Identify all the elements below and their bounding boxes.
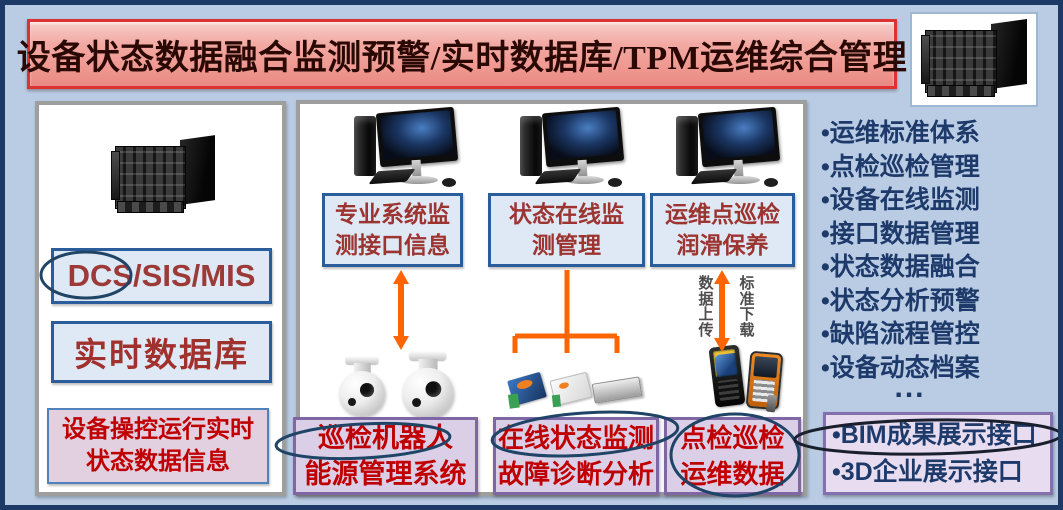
patrol-data-line1: 点检巡检 [680,423,785,453]
patrol-maintenance-line2: 润滑保养 [676,233,769,258]
online-monitoring-line1: 状态在线监 [509,202,624,227]
online-diagnosis-line2: 故障诊断分析 [497,459,654,489]
bim-3d-box: •BIM成果展示接口 •3D企业展示接口 [823,412,1053,495]
robot-energy-line1: 巡检机器人 [318,423,453,453]
bim-line2: •3D企业展示接口 [832,457,1023,486]
list-item: •状态数据融合 [821,253,980,281]
realtime-database-box: 实时数据库 [51,321,272,383]
left-panel: DCS/SIS/MIS 实时数据库 设备操控运行实时 状态数据信息 [35,101,286,496]
bim-line1: •BIM成果展示接口 [832,420,1037,449]
data-acquisition-module-icon [507,371,547,409]
standard-download-label: 标准下载 [739,275,755,339]
desktop-computer-icon [344,106,464,192]
list-item: •接口数据管理 [821,219,980,248]
robot-energy-line2: 能源管理系统 [304,459,467,489]
realtime-database-label: 实时数据库 [74,338,249,374]
system-interface-line1: 专业系统监 [335,202,450,227]
patrol-maintenance-box: 运维点巡检 润滑保养 [650,193,795,267]
system-interface-box: 专业系统监 测接口信息 [322,193,463,267]
server-rack-icon [921,19,1027,97]
list-item: •设备在线监测 [821,186,980,214]
data-acquisition-module-icon [591,376,643,404]
dcs-sis-mis-label: DCS/SIS/MIS [67,258,256,293]
desktop-computer-icon [666,106,786,192]
desktop-computer-icon [510,106,630,192]
online-monitoring-line2: 测管理 [532,233,601,258]
system-interface-line2: 测接口信息 [335,233,450,258]
list-item: •缺陷流程管控 [821,320,980,348]
title-banner: 设备状态数据融合监测预警/实时数据库/TPM运维综合管理 [17,19,907,89]
handheld-terminal-icon [708,344,746,408]
patrol-maintenance-line1: 运维点巡检 [665,202,780,227]
data-acquisition-module-icon [549,371,593,408]
device-status-info-box: 设备操控运行实时 状态数据信息 [47,408,269,484]
data-upload-label: 数据上传 [698,275,714,339]
device-status-line1: 设备操控运行实时 [62,416,254,443]
patrol-data-line2: 运维数据 [680,459,785,489]
online-diagnosis-line1: 在线状态监测 [497,423,654,453]
list-item: •状态分析预警 [821,286,980,315]
handheld-terminal-icon [745,350,784,411]
patrol-data-box: 点检巡检 运维数据 [664,417,801,495]
ellipsis-label: ... [894,371,926,404]
handheld-accessory-icon [765,394,778,413]
inspection-dome-camera-icon [339,356,385,418]
dcs-sis-mis-box: DCS/SIS/MIS [51,248,272,304]
list-item: •运维标准体系 [821,119,980,147]
top-right-server-frame [910,12,1038,107]
server-rack-icon [111,135,215,213]
robot-energy-box: 巡检机器人 能源管理系统 [293,417,478,495]
list-item: •点检巡检管理 [821,152,980,181]
online-monitoring-box: 状态在线监 测管理 [488,193,645,267]
page-title: 设备状态数据融合监测预警/实时数据库/TPM运维综合管理 [16,39,908,77]
online-diagnosis-box: 在线状态监测 故障诊断分析 [493,417,659,495]
list-item: •设备动态档案 [821,353,980,382]
feature-list: •运维标准体系 •点检巡检管理 •设备在线监测 •接口数据管理 •状态数据融合 … [821,117,1021,385]
device-status-line2: 状态数据信息 [86,448,230,475]
inspection-dome-camera-icon [402,351,454,420]
